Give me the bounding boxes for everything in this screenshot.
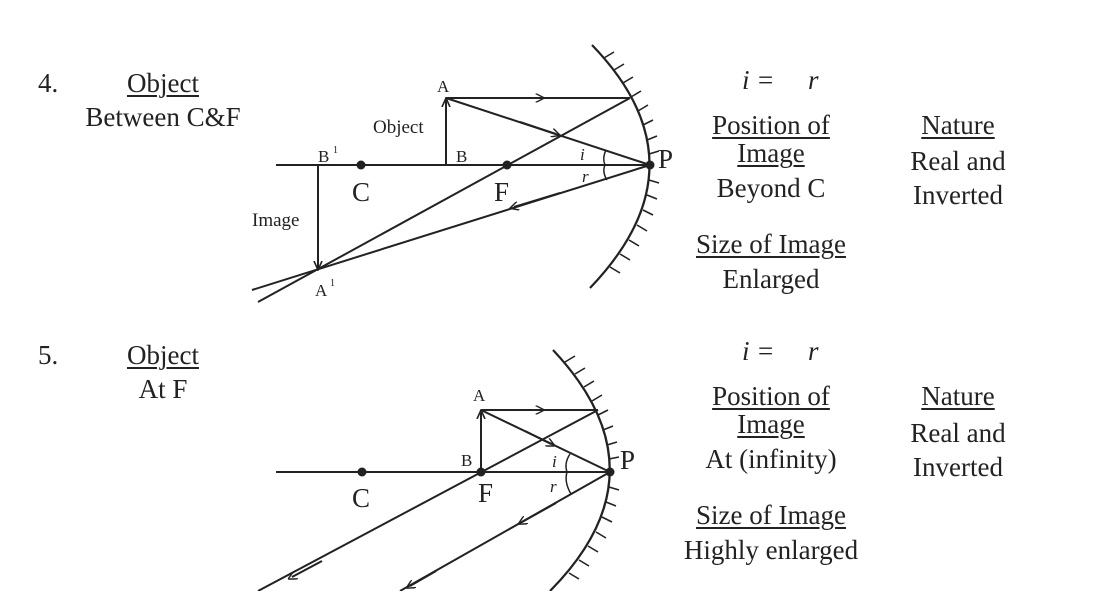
position-value: At (infinity) — [705, 444, 837, 474]
label-object: Object — [373, 117, 424, 138]
mirror-hatching — [603, 51, 660, 274]
ray-reflected-1 — [257, 409, 599, 591]
label-a: A — [437, 77, 450, 96]
point-f — [476, 467, 486, 477]
nature-heading: Nature — [921, 381, 995, 411]
point-p — [645, 160, 655, 170]
label-p: P — [658, 144, 673, 174]
diagram-case-4-points — [356, 160, 655, 170]
position-heading-image: Image — [737, 138, 805, 168]
position-value: Beyond C — [716, 173, 826, 203]
concave-mirror — [589, 44, 651, 289]
equation-r: r — [808, 65, 819, 95]
equation-i: i = — [742, 336, 775, 366]
object-heading: Object — [127, 68, 199, 98]
label-b-prime: B — [318, 147, 329, 166]
nature-heading: Nature — [921, 110, 995, 140]
size-value: Enlarged — [722, 264, 820, 294]
ray-reflected — [251, 164, 651, 291]
nature-value-inverted: Inverted — [913, 180, 1003, 210]
label-a-prime-superscript: 1 — [330, 278, 335, 289]
diagram-case-5-labels: A B C F P i r — [352, 386, 635, 513]
angle-i-arc — [565, 453, 571, 473]
label-image: Image — [252, 210, 299, 231]
diagram-case-5 — [257, 349, 620, 591]
case-number: 5. — [38, 340, 59, 370]
label-i: i — [580, 145, 585, 164]
angle-i-arc — [602, 149, 607, 166]
nature-value-inverted: Inverted — [913, 452, 1003, 482]
label-f: F — [478, 478, 493, 508]
position-heading: Position of — [712, 381, 830, 411]
object-position: At F — [138, 374, 188, 404]
object-heading: Object — [127, 340, 199, 370]
point-c — [357, 467, 367, 477]
position-heading-image: Image — [737, 409, 805, 439]
nature-value-real: Real and — [910, 418, 1006, 448]
angle-r-arc — [565, 471, 572, 495]
nature-value-real: Real and — [910, 146, 1006, 176]
mirror-hatching — [564, 355, 620, 580]
label-c: C — [352, 177, 370, 207]
label-b: B — [461, 451, 472, 470]
object-position: Between C&F — [85, 102, 241, 132]
angle-r-arc — [603, 164, 608, 181]
label-a-prime: A — [315, 281, 328, 300]
label-p: P — [620, 445, 635, 475]
point-f — [502, 160, 512, 170]
point-p — [605, 467, 615, 477]
equation-r: r — [808, 336, 819, 366]
label-r: r — [550, 477, 557, 496]
size-value: Highly enlarged — [683, 535, 859, 565]
label-c: C — [352, 483, 370, 513]
position-heading: Position of — [712, 110, 830, 140]
diagram-case-4 — [251, 44, 660, 303]
label-b-prime-superscript: 1 — [333, 145, 338, 156]
label-b: B — [456, 147, 467, 166]
size-heading: Size of Image — [696, 500, 846, 530]
label-f: F — [494, 177, 509, 207]
size-heading: Size of Image — [696, 229, 846, 259]
case-number: 4. — [38, 68, 59, 98]
label-r: r — [582, 167, 589, 186]
diagram-case-5-points — [357, 467, 615, 477]
label-a: A — [473, 386, 486, 405]
label-i: i — [552, 452, 557, 471]
concave-mirror — [549, 349, 611, 591]
diagram-case-4-labels: A B B 1 A 1 C F P i r Object Image — [252, 77, 673, 300]
point-c — [356, 160, 366, 170]
equation-i: i = — [742, 65, 775, 95]
